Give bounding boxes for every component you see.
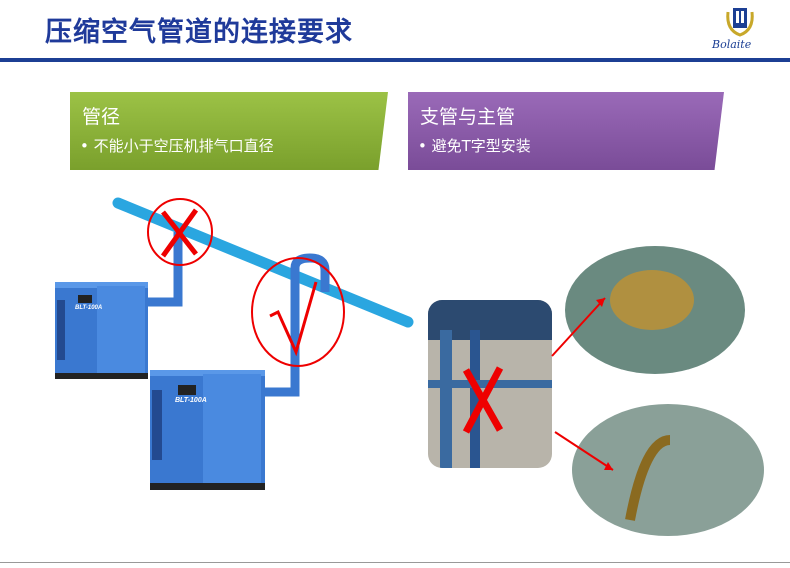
wrong-circle bbox=[147, 198, 213, 266]
logo-text: Bolaite bbox=[712, 38, 752, 51]
valve-disc bbox=[610, 270, 694, 330]
box-bullet: • 避免T字型安装 bbox=[418, 137, 531, 155]
arrowhead-icon bbox=[604, 462, 613, 470]
pipe-photo-bottom bbox=[572, 404, 764, 536]
check-icon bbox=[269, 281, 318, 357]
compressor-2-model-label: BLT-100A bbox=[175, 397, 207, 404]
box-heading: 支管与主管 bbox=[420, 106, 516, 128]
arrow-to-bottom-photo bbox=[554, 431, 614, 471]
compressor-1-model-label: BLT-100A bbox=[75, 305, 103, 311]
arrowhead-icon bbox=[596, 298, 605, 307]
wrong-x-icon bbox=[160, 208, 199, 258]
company-logo bbox=[722, 2, 758, 38]
branch-main-pipe-box: 支管与主管 • 避免T字型安装 bbox=[408, 92, 724, 170]
box-bullet: • 不能小于空压机排气口直径 bbox=[80, 137, 274, 155]
pipe-diameter-box: 管径 • 不能小于空压机排气口直径 bbox=[70, 92, 388, 170]
correct-circle bbox=[251, 257, 345, 367]
photo-wrong-x-icon bbox=[462, 366, 504, 434]
correct-branch-pipe bbox=[262, 253, 330, 397]
header-divider bbox=[0, 58, 790, 62]
compressor-unit-1 bbox=[55, 282, 148, 379]
box-heading: 管径 bbox=[82, 106, 121, 128]
slide-title: 压缩空气管道的连接要求 bbox=[45, 17, 353, 48]
footer-divider bbox=[0, 562, 790, 563]
pipe-hose bbox=[625, 435, 671, 521]
main-pipe bbox=[112, 197, 414, 328]
compressor-unit-2 bbox=[150, 370, 265, 490]
wrong-branch-pipe bbox=[148, 232, 183, 307]
